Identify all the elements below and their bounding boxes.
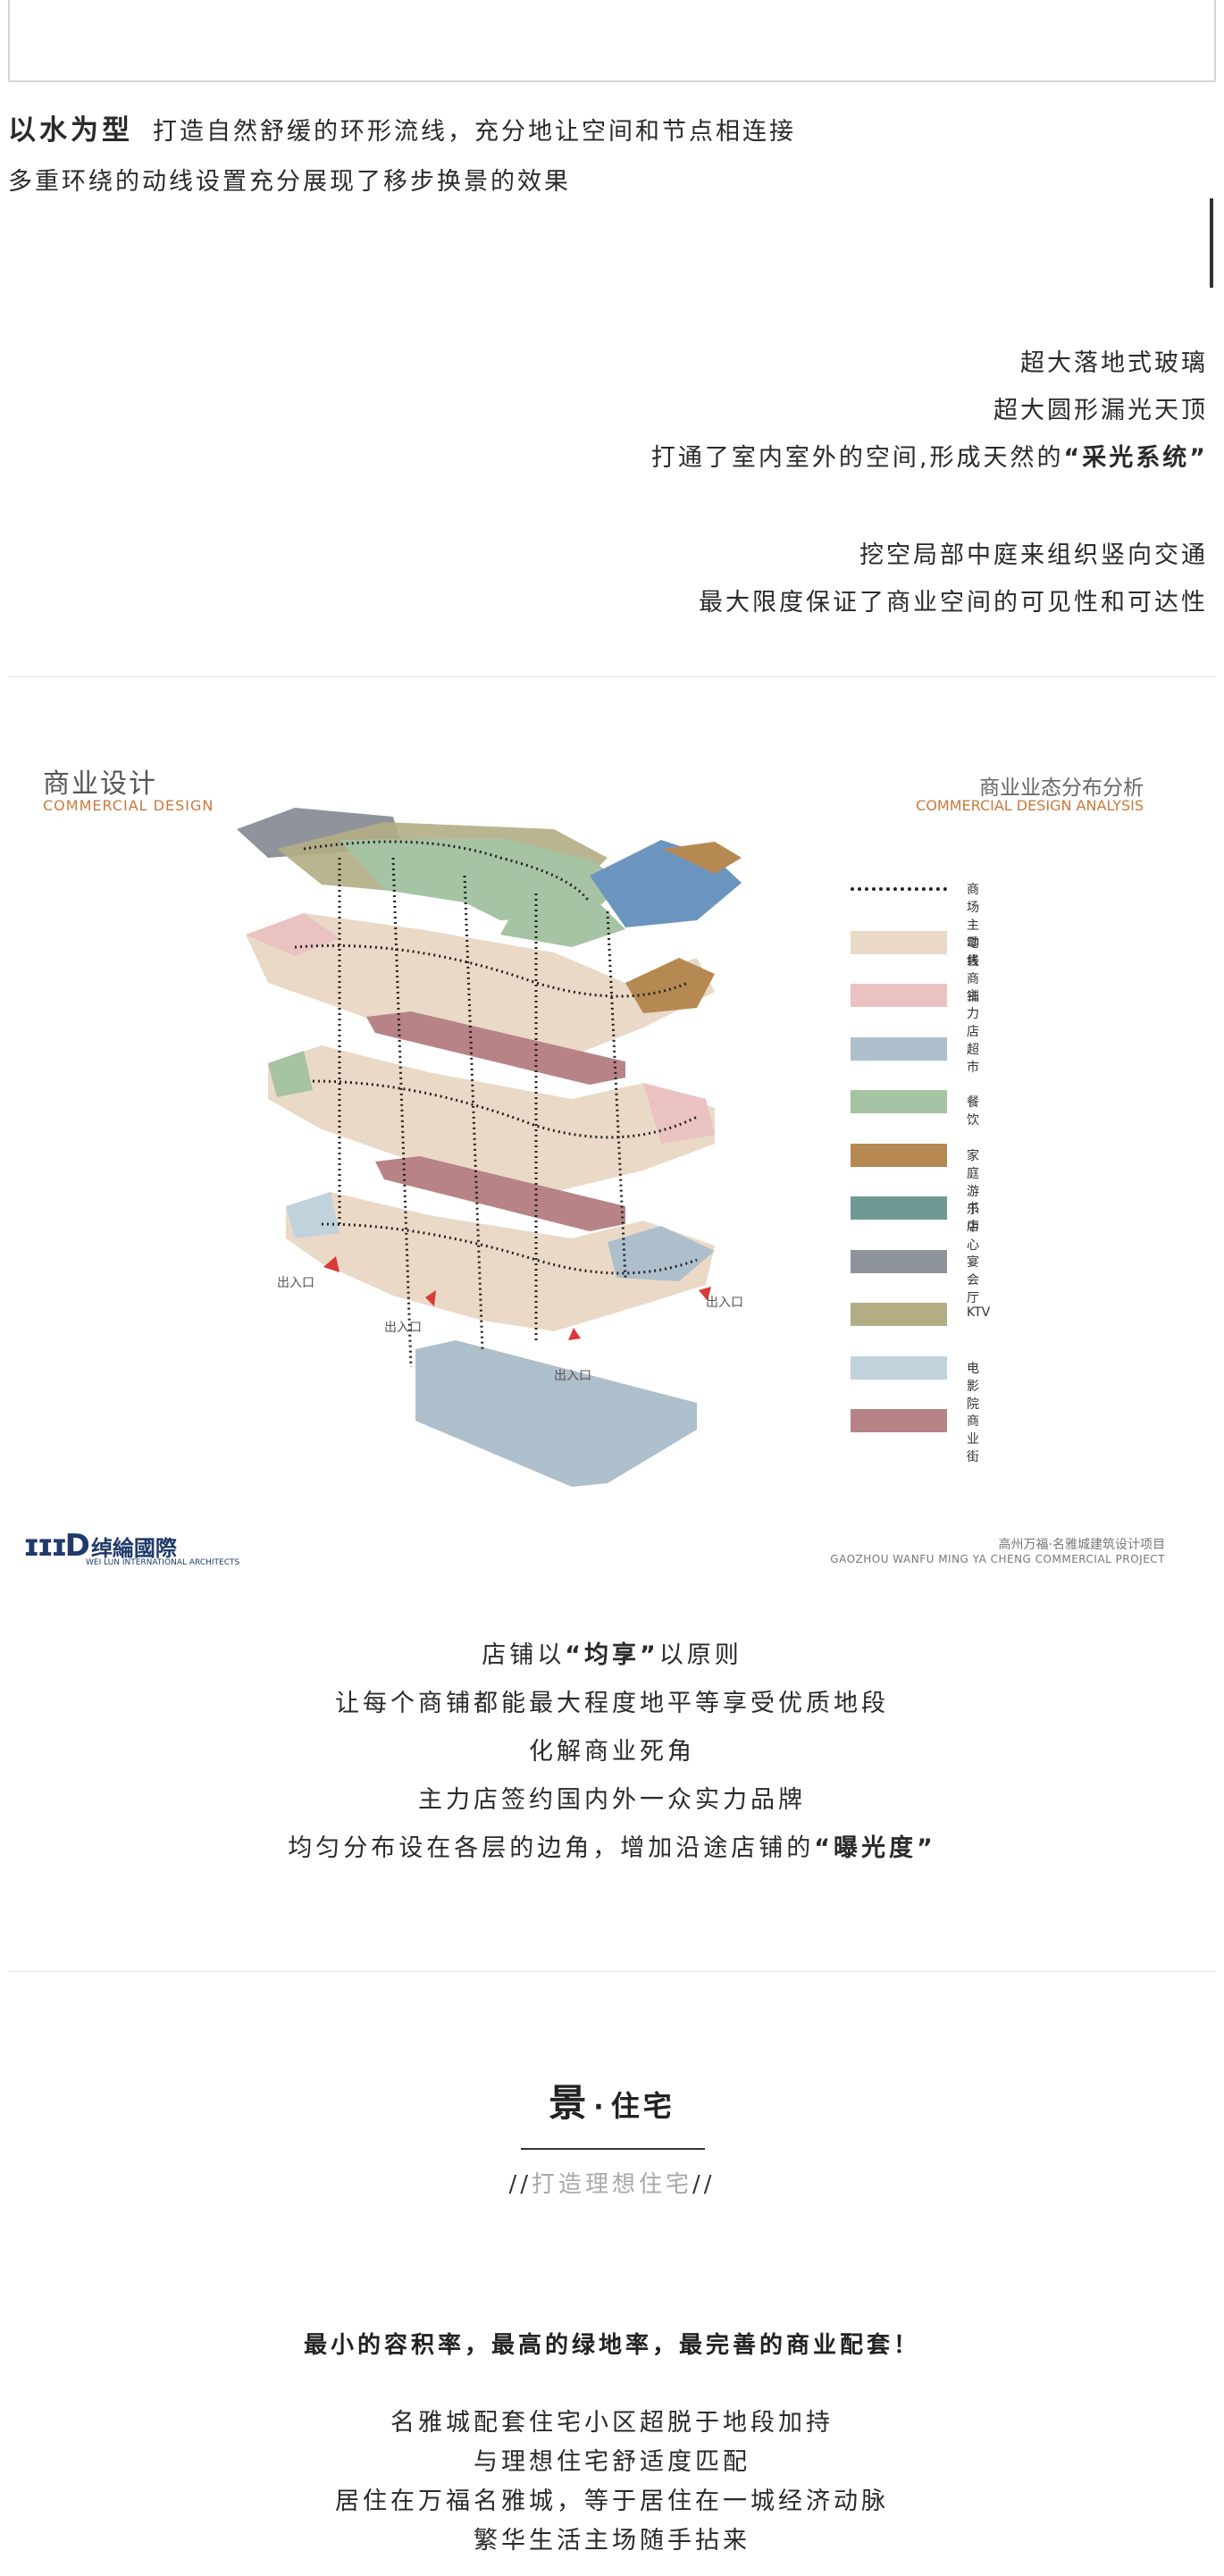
divider [8, 1971, 1216, 1972]
section-title: 景·住宅 [0, 2073, 1224, 2127]
residential-line-1: 名雅城配套住宅小区超脱于地段加持 [390, 2409, 834, 2437]
legend-label: 餐饮 [967, 1095, 979, 1128]
top-image-frame [8, 0, 1216, 82]
shops-line-5-pre: 均匀分布设在各层的边角，增加沿途店铺的 [288, 1834, 815, 1862]
legend-swatch [851, 984, 947, 1007]
diagram-title: 商业设计 [43, 768, 157, 800]
lighting-block: 超大落地式玻璃 超大圆形漏光天顶 打通了室内室外的空间,形成天然的“采光系统” [651, 340, 1208, 482]
floor-4 [237, 808, 742, 947]
floor-stack-illustration: 出入口 出入口 出入口 出入口 [237, 808, 743, 1487]
shops-line-3: 化解商业死角 [529, 1738, 695, 1766]
residential-headline: 最小的容积率，最高的绿地率，最完善的商业配套！ [303, 2332, 920, 2359]
legend-line-swatch [851, 887, 947, 891]
atrium-block: 挖空局部中庭来组织竖向交通 最大限度保证了商业空间的可见性和可达性 [699, 532, 1208, 626]
diagram-right-title: 商业业态分布分析 [979, 776, 1144, 800]
section-title-dot: · [593, 2092, 608, 2123]
entrance-label: 出入口 [277, 1276, 314, 1290]
divider [8, 676, 1216, 677]
legend-swatch [851, 1090, 947, 1113]
shops-line-1-pre: 店铺以 [482, 1641, 566, 1669]
legend-swatch [851, 1249, 947, 1273]
legend-swatch [851, 1143, 947, 1167]
intro-line-2: 多重环绕的动线设置充分展现了移步换景的效果 [8, 168, 571, 196]
legend-label: 家庭游乐中心 [967, 1148, 979, 1253]
legend-label: 电影院 [967, 1361, 979, 1412]
legend-label: 宴会厅 [967, 1254, 979, 1305]
floor-2 [268, 1045, 715, 1192]
lighting-line-3: 打通了室内室外的空间,形成天然的“采光系统” [651, 434, 1208, 482]
residential-line-2: 与理想住宅舒适度匹配 [474, 2448, 750, 2476]
lighting-line-1: 超大落地式玻璃 [1020, 349, 1208, 377]
shops-line-1: 店铺以“均享”以原则 [0, 1632, 1224, 1680]
slash-right: // [692, 2171, 716, 2198]
floor-3 [246, 913, 715, 1056]
shops-line-5: 均匀分布设在各层的边角，增加沿途店铺的“曝光度” [0, 1825, 1224, 1873]
section-underline [521, 2148, 705, 2150]
street-layer-2 [375, 1156, 625, 1231]
supermarket-level [415, 1340, 697, 1487]
circulation-lines [294, 840, 698, 1368]
legend-swatch [851, 1036, 947, 1061]
intro-text-1: 打造自然舒缓的环形流线，充分地让空间和节点相连接 [153, 118, 796, 146]
slash-left: // [508, 2171, 532, 2198]
shops-line-4: 主力店签约国内外一众实力品牌 [418, 1786, 806, 1814]
legend-label: 书店 [967, 1202, 979, 1234]
floor-1 [286, 1192, 715, 1331]
diagram-subtitle: COMMERCIAL DESIGN [43, 797, 214, 814]
intro-block: 以水为型打造自然舒缓的环形流线，充分地让空间和节点相连接 多重环绕的动线设置充分… [8, 105, 1205, 207]
shops-line-1-post: 以原则 [658, 1641, 742, 1669]
entrance-label: 出入口 [706, 1296, 743, 1310]
commercial-diagram: 商业设计 COMMERCIAL DESIGN 商业业态分布分析 COMMERCI… [0, 724, 1224, 1582]
lighting-line-3-text: 打通了室内室外的空间,形成天然的 [650, 444, 1064, 472]
legend-swatch [851, 1303, 947, 1326]
scroll-indicator [1210, 198, 1213, 288]
logo-name: 绰綸國際 [90, 1535, 177, 1561]
intro-lead: 以水为型 [8, 114, 133, 147]
legend-label: KTV [967, 1305, 991, 1320]
atrium-line-2: 最大限度保证了商业空间的可见性和可达性 [699, 589, 1208, 617]
legend-label: 商业街 [967, 1414, 979, 1464]
section-title-sub: 住宅 [610, 2089, 675, 2123]
logo-english: WEI LUN INTERNATIONAL ARCHITECTS [86, 1558, 240, 1567]
legend-label: 超市 [967, 1042, 979, 1075]
shops-highlight-2: “曝光度” [814, 1834, 936, 1862]
shops-highlight-1: “均享” [565, 1641, 659, 1669]
legend-label: 商场主动线 [967, 883, 979, 969]
legend-swatch [851, 1409, 947, 1432]
street-layer-1 [366, 1011, 625, 1085]
intro-line-1: 以水为型打造自然舒缓的环形流线，充分地让空间和节点相连接 [8, 105, 1205, 157]
diagram-right-subtitle: COMMERCIAL DESIGN ANALYSIS [916, 797, 1144, 814]
project-en: GAOZHOU WANFU MING YA CHENG COMMERCIAL P… [830, 1553, 1165, 1565]
lighting-highlight: “采光系统” [1063, 444, 1208, 472]
section-subtitle: //打造理想住宅// [0, 2166, 1224, 2199]
legend-label: 零售商铺 [967, 936, 979, 1004]
residential-line-4: 繁华生活主场随手拈来 [474, 2527, 750, 2555]
section-title-main: 景 [549, 2081, 591, 2125]
shops-block: 店铺以“均享”以原则 让每个商铺都能最大程度地平等享受优质地段 化解商业死角 主… [0, 1632, 1224, 1873]
entrance-arrows [323, 1256, 711, 1340]
legend-swatch [851, 1196, 947, 1220]
legend-swatch [851, 930, 947, 954]
atrium-line-1: 挖空局部中庭来组织竖向交通 [859, 541, 1208, 569]
legend-label: 主力店 [967, 989, 979, 1039]
section-subtitle-text: 打造理想住宅 [531, 2171, 692, 2198]
legend-swatch [851, 1355, 947, 1380]
entrance-label: 出入口 [384, 1321, 422, 1335]
entrance-label: 出入口 [554, 1369, 591, 1383]
project-caption: 高州万福·名雅城建筑设计项目 GAOZHOU WANFU MING YA CHE… [830, 1535, 1165, 1565]
shops-line-2: 让每个商铺都能最大程度地平等享受优质地段 [335, 1690, 889, 1717]
residential-block: 名雅城配套住宅小区超脱于地段加持 与理想住宅舒适度匹配 居住在万福名雅城，等于居… [0, 2404, 1224, 2561]
logo-mark: ɪɪɪD [23, 1528, 90, 1564]
residential-line-3: 居住在万福名雅城，等于居住在一城经济动脉 [335, 2488, 889, 2515]
project-cn: 高州万福·名雅城建筑设计项目 [998, 1538, 1165, 1552]
lighting-line-2: 超大圆形漏光天顶 [993, 397, 1208, 424]
